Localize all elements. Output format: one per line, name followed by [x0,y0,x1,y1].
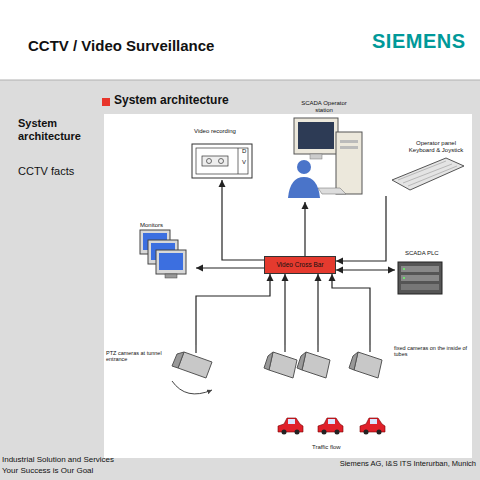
monitor-screen [159,253,183,270]
vcr-face [196,148,248,174]
vcr-divider [238,148,239,174]
vcr-body [192,144,252,178]
car-wheel [322,430,327,435]
operator-head [297,160,311,174]
camera-mount [195,345,197,353]
vcr-cassette [202,156,228,166]
node-label: Video Cross Bar [265,261,335,268]
footer-text: Your Success is Our Goal [2,466,222,475]
monitor-stand [310,154,322,159]
signal-connector [284,274,285,345]
heading-bullet [102,98,110,106]
car [360,418,385,432]
footer-text: Siemens AG, I&S ITS Interurban, Munich [280,460,476,469]
vcr-reel [219,159,224,164]
camera-lens [264,352,273,370]
fixed-camera [302,352,330,378]
footer-text: Industrial Solution and Services [2,455,222,464]
vcr-reel [207,159,212,164]
node-label: Monitors [140,222,190,229]
camera-mount [317,345,319,352]
plc-led [403,268,405,270]
camera-lens [349,352,358,370]
car-window [370,419,377,424]
car-wheel [364,430,369,435]
operator-station-node: SCADA Operator station [280,100,368,202]
signal-connector [317,274,318,345]
pan-arrow [172,381,212,394]
node-label: Video recording [194,128,258,135]
monitor-frame [156,250,186,274]
node-label: fixed cameras on the inside of tubes [394,345,468,358]
car-wheel [282,430,287,435]
pc-keyboard [318,188,346,194]
fixed-camera [269,352,297,378]
car-window [288,419,295,424]
recorder-node: Video recordingDV [190,128,256,180]
node-mark: V [242,159,250,166]
section-heading: System architecture [114,94,334,108]
title-rule [0,80,480,81]
pc-tower [336,132,362,194]
key-row [408,166,457,186]
car [318,418,343,432]
signal-connector [196,267,264,268]
fixed-camera-node [271,345,299,387]
camera-lens [172,352,184,368]
crossbar-box: Video Cross Bar [264,256,336,274]
sidebar-item: CCTV facts [18,165,100,178]
node-mark: D [242,148,250,155]
signal-connector [304,202,305,256]
slide-title: CCTV / Video Surveillance [28,37,348,54]
signal-connector [196,274,270,345]
node-label: PTZ cameras at tunnel entrance [106,350,170,363]
plc-node: SCADA PLC [395,250,445,296]
car-wheel [377,430,382,435]
plc-led [403,277,405,279]
monitor-frame [294,118,338,154]
node-label: SCADA Operator station [299,100,349,114]
camera-mount [284,345,286,352]
node-label: Operator panel Keyboard & Joystick [404,140,468,154]
signal-connector [336,269,395,270]
car-wheel [335,430,340,435]
sidebar-item: System architecture [18,117,100,142]
key-row [398,161,446,180]
car-wheel [295,430,300,435]
ptz-camera [178,352,212,378]
ptz-camera-node: PTZ cameras at tunnel entrance [106,345,218,393]
fixed-camera [354,352,382,378]
traffic-label: Traffic flow [312,444,372,451]
car-window [328,419,335,424]
camera-mount [369,345,371,352]
monitor-stand [165,274,177,278]
plc-module [401,284,439,290]
plc-module [401,266,439,272]
key-row [403,164,452,183]
operator-body [288,177,320,198]
node-label: SCADA PLC [405,250,445,257]
siemens-logo: SIEMENS [372,30,476,53]
camera-lens [297,352,306,370]
signal-connector [332,274,370,345]
title-band [0,0,480,80]
plc-module [401,275,439,281]
operator-panel-node: Operator panel Keyboard & Joystick [380,140,468,196]
plc-rack [398,262,442,294]
pc-drive [340,140,358,143]
monitors-node: Monitors [136,222,196,286]
pc-drive [340,146,358,149]
monitor-screen [298,122,334,149]
signal-connector [222,180,264,260]
car [278,418,303,432]
fixed-camera-node: fixed cameras on the inside of tubes [356,345,468,387]
fixed-camera-node [304,345,332,387]
signal-connector [336,196,386,261]
diagram-panel [104,114,472,458]
panel-keyboard [392,158,464,190]
